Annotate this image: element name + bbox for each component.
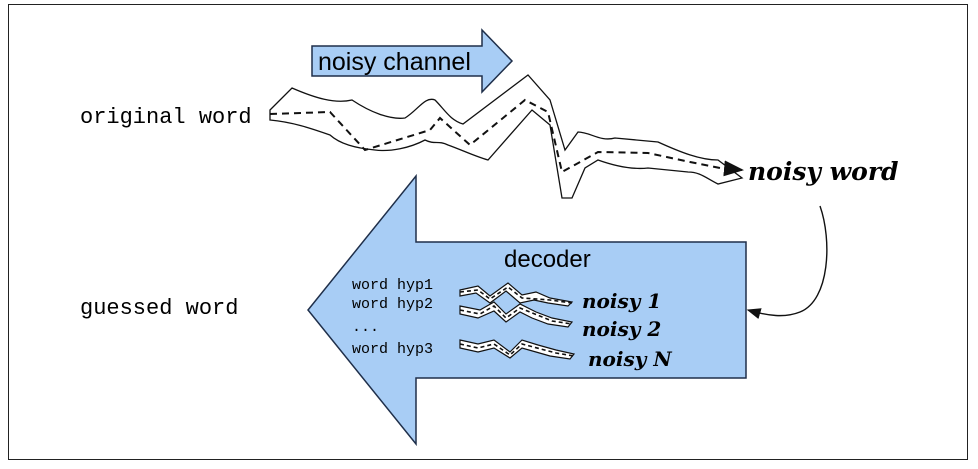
diagram-frame [8, 4, 968, 460]
small-noisy-path-1 [459, 282, 574, 307]
noisy-word-to-decoder-connector [746, 205, 828, 319]
noisy-channel-arrow [311, 28, 514, 94]
noisy-variant-n: noisy N [588, 347, 672, 371]
noisy-word-label: noisy word [748, 157, 899, 186]
hypothesis-3: word hyp3 [352, 341, 433, 358]
hypothesis-2: word hyp2 [352, 296, 433, 313]
small-noisy-path-2 [459, 301, 574, 328]
noisy-variant-1: noisy 1 [582, 289, 661, 313]
hypothesis-ellipsis: ... [352, 319, 379, 336]
noisy-variant-2: noisy 2 [582, 317, 661, 341]
noisy-channel-path [269, 74, 744, 199]
hypothesis-1: word hyp1 [352, 277, 433, 294]
original-word-label: original word [80, 105, 252, 130]
small-noisy-path-3 [459, 339, 576, 360]
noisy-channel-label: noisy channel [318, 48, 471, 76]
decoder-label: decoder [504, 246, 591, 273]
noisy-channel-dashed-route [269, 98, 744, 177]
guessed-word-label: guessed word [80, 296, 238, 321]
